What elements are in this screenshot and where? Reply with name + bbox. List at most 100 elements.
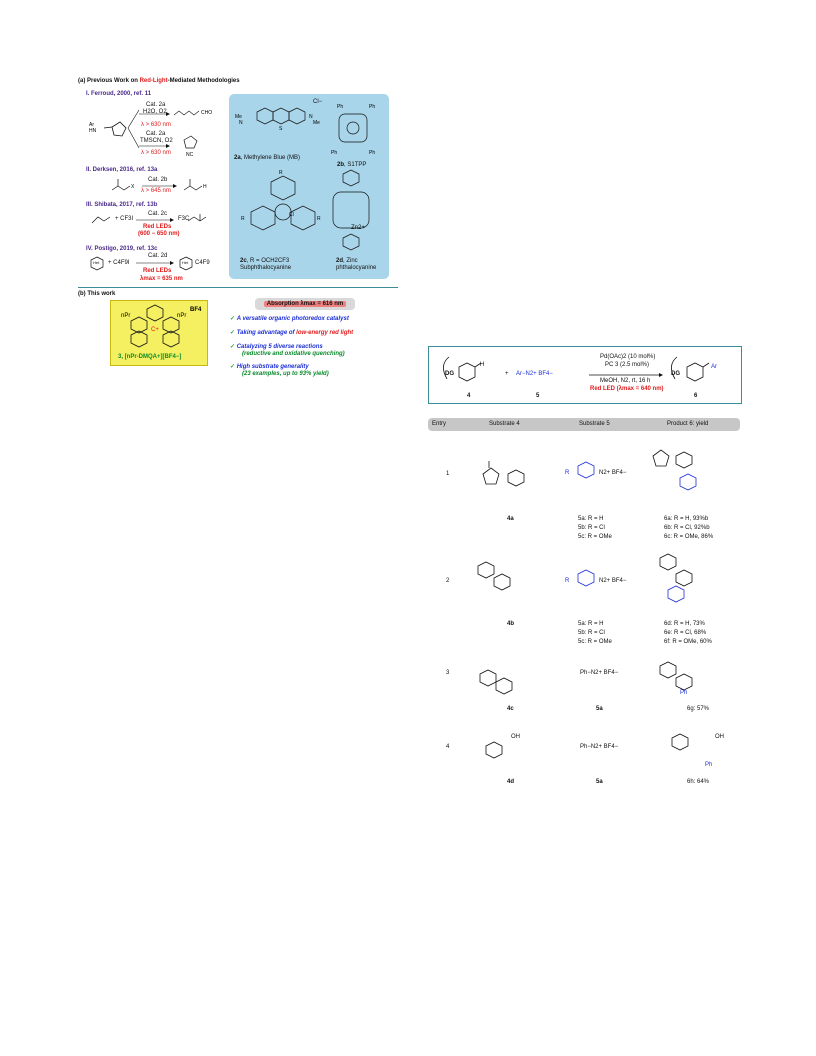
feature-2: ✓ Taking advantage of low-energy red lig… [230,330,354,336]
row1-diazonium: N2+ BF4− [599,470,627,476]
derksen-scheme: X H [111,179,207,191]
feature-4-sub: (23 examples, up to 93% yield) [242,371,329,377]
header-substrate-4: Substrate 4 [489,421,520,427]
check-icon: ✓ [230,330,236,336]
row3-diazonium: Ph−N2+ BF4− [580,670,619,676]
row2-prod-a: 6d: R = H, 73% [664,621,705,627]
row4-ph: Ph [705,762,713,768]
ferroud-scheme: Ar HN CHO NC [89,109,212,158]
svg-text:BF4: BF4 [190,307,202,313]
shibata-cat: Cat. 2c [148,211,168,217]
shibata-product: F3C [178,216,190,222]
scheme-label-5: 5 [536,393,540,399]
derksen-cat: Cat. 2b [148,177,168,183]
sm-ar-label: Ar [89,122,94,128]
feature-4: ✓ High substrate generality [230,364,309,370]
postigo-product: C4F9 [195,260,210,266]
postigo-het-sm: Het [93,260,100,265]
catalyst-2b-label: 2b, S1TPP [337,162,367,168]
scheme-diazonium: Ar−N2+ BF4− [516,371,553,377]
catalyst-2c-label: 2c, R = OCH2CF3 [240,258,290,264]
svg-text:nPr: nPr [177,313,186,319]
row2-entry: 2 [446,578,450,584]
svg-text:Me: Me [235,114,242,120]
svg-text:R: R [279,170,283,176]
row2-sub5-a: 5a: R = H [578,621,604,627]
svg-text:C+: C+ [151,327,159,333]
shibata-light: Red LEDs [143,224,172,230]
dmqa-structure: BF4 nPr nPr C+ [121,304,202,348]
check-icon: ✓ [230,344,236,350]
header-entry: Entry [432,421,447,427]
entry-ii-label: II. Derksen, 2016, ref. 13a [86,167,158,173]
svg-text:N: N [309,114,313,120]
scheme-cond-4: Red LED (λmax = 640 nm) [590,386,664,392]
row1-r: R [565,470,570,476]
row3-sub5: 5a [596,706,603,712]
postigo-lambda: λmax = 635 nm [140,276,183,282]
scheme-product-ar: Ar [711,364,717,370]
section-b-title: (b) This work [78,291,116,297]
svg-text:HN: HN [89,128,97,134]
catalyst-2a-label: 2a, Methylene Blue (MB) [234,155,301,161]
reaction-scheme-box [428,346,742,404]
svg-text:Ph: Ph [369,150,375,156]
postigo-het-prod: Het [182,260,189,265]
row4-diazonium: Ph−N2+ BF4− [580,744,619,750]
ferroud-cond1-reagents: H2O, O2 [143,109,167,115]
svg-text:Ph: Ph [369,104,375,110]
catalyst-3-box: BF4 nPr nPr C+ [110,300,208,366]
section-divider [78,287,398,288]
entry-i-label: I. Ferroud, 2000, ref. 11 [86,91,152,97]
table-structures [477,449,697,759]
header-product: Product 6: yield [667,421,709,427]
row3-ph: Ph [680,690,688,696]
postigo-cat: Cat. 2d [148,253,168,259]
svg-text:Cl: Cl [289,212,294,218]
row2-sub4: 4b [507,621,515,627]
entry-iv-label: IV. Postigo, 2019, ref. 13c [86,246,158,252]
row1-prod-c: 6c: R = OMe, 86% [664,534,714,540]
ferroud-cond2-light: λ > 630 nm [141,150,171,156]
svg-text:Ph: Ph [337,104,343,110]
scheme-plus: + [505,371,509,377]
svg-text:R: R [241,216,245,222]
table-header [428,418,740,431]
svg-text:Ph: Ph [331,150,337,156]
row2-sub5-c: 5c: R = OMe [578,639,612,645]
row4-sub4: 4d [507,779,515,785]
svg-text:NC: NC [186,152,194,158]
catalyst-2c-name: Subphthalocyanine [240,265,292,271]
absorption-badge: Absorption λmax = 616 nm [255,298,355,310]
feature-1: ✓ A versatile organic photoredox catalys… [230,316,349,322]
row1-sub4: 4a [507,516,514,522]
derksen-light: λ > 645 nm [141,188,171,194]
svg-text:Me: Me [313,120,320,126]
row2-prod-b: 6e: R = Cl, 68% [664,630,707,636]
check-icon: ✓ [230,364,236,370]
svg-text:H: H [203,184,207,190]
row2-sub5-b: 5b: R = Cl [578,630,605,636]
postigo-scheme [90,256,193,271]
row1-prod-b: 6b: R = Cl, 92%b [664,525,710,531]
row2-diazonium: N2+ BF4− [599,578,627,584]
svg-text:S: S [279,126,283,132]
entry-iii-label: III. Shibata, 2017, ref. 13b [86,202,158,208]
shibata-light-range: (600 − 650 nm) [138,231,180,237]
catalyst-2d-name: phthalocyanine [336,265,377,271]
feature-3-sub: (reductive and oxidative quenching) [242,351,345,357]
svg-text:nPr: nPr [121,313,130,319]
scheme-product-dg: DG [671,371,680,377]
row1-entry: 1 [446,471,450,477]
feature-3: ✓ Catalyzing 5 diverse reactions [230,344,323,350]
row2-r: R [565,578,570,584]
ferroud-cond2-cat: Cat. 2a [146,131,166,137]
row4-prod-oh: OH [715,734,724,740]
mb-counterion: Cl− [313,99,323,105]
header-substrate-5: Substrate 5 [579,421,610,427]
row3-sub4: 4c [507,706,514,712]
scheme-label-4: 4 [467,393,471,399]
row1-prod-a: 6a: R = H, 93%b [664,516,709,522]
